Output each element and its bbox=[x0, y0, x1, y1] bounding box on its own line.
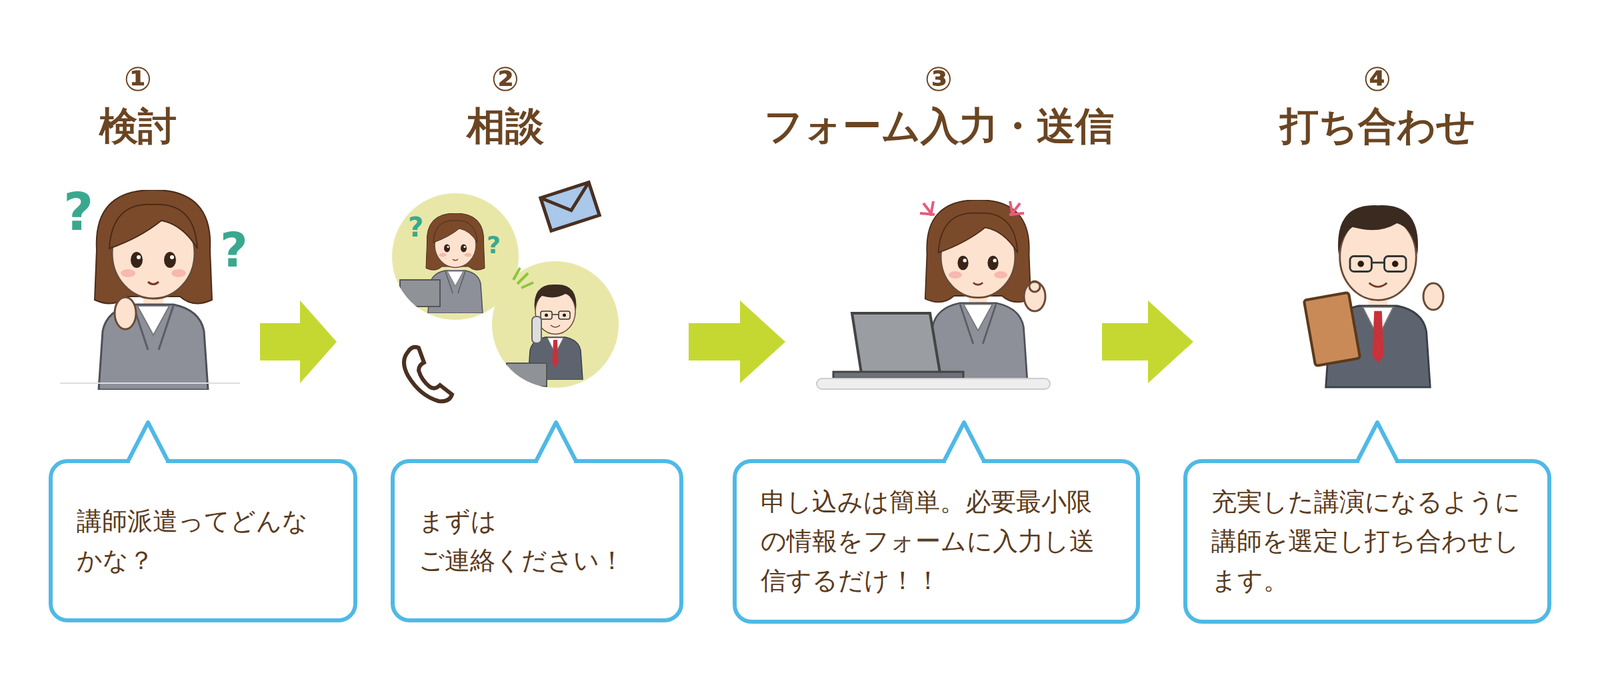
step-title: フォーム入力・送信 bbox=[764, 105, 1114, 148]
step4-figure bbox=[1304, 205, 1444, 388]
step-title: 打ち合わせ bbox=[1280, 105, 1476, 148]
step-title: 相談 bbox=[466, 105, 544, 148]
step-number: ③ bbox=[924, 61, 953, 98]
svg-text:?: ? bbox=[408, 212, 424, 243]
bubble-text: 申し込みは簡単。必要最小限の情報をフォームに入力し送信するだけ！！ bbox=[736, 482, 1136, 601]
flow-arrow bbox=[1102, 300, 1194, 384]
speech-bubble: まずは ご連絡ください！ bbox=[390, 459, 684, 623]
bubble-text: 講師派遣ってどんなかな？ bbox=[52, 502, 354, 581]
step-number: ② bbox=[491, 61, 520, 98]
svg-text:?: ? bbox=[486, 231, 501, 259]
bubble-tail bbox=[128, 419, 168, 468]
speech-bubble: 申し込みは簡単。必要最小限の情報をフォームに入力し送信するだけ！！ bbox=[732, 459, 1140, 624]
svg-text:?: ? bbox=[63, 182, 94, 242]
speech-bubble: 充実した講演になるように講師を選定し打ち合わせします。 bbox=[1183, 459, 1552, 624]
flow-arrow bbox=[688, 300, 786, 384]
bubble-text: 充実した講演になるように講師を選定し打ち合わせします。 bbox=[1187, 482, 1548, 601]
svg-text:?: ? bbox=[220, 222, 248, 278]
step3-figure bbox=[816, 200, 1050, 390]
flow-arrow bbox=[260, 300, 337, 384]
bubble-tail bbox=[536, 419, 576, 468]
step2-figure: ? ? bbox=[392, 182, 619, 402]
step-title: 検討 bbox=[99, 105, 177, 148]
bubble-text: まずは ご連絡ください！ bbox=[394, 502, 680, 581]
bubble-tail bbox=[1357, 419, 1398, 468]
step-number: ① bbox=[124, 61, 152, 98]
speech-bubble: 講師派遣ってどんなかな？ bbox=[48, 459, 358, 623]
step-number: ④ bbox=[1363, 61, 1392, 98]
step1-figure: ? ? bbox=[60, 182, 248, 390]
bubble-tail bbox=[944, 419, 984, 468]
